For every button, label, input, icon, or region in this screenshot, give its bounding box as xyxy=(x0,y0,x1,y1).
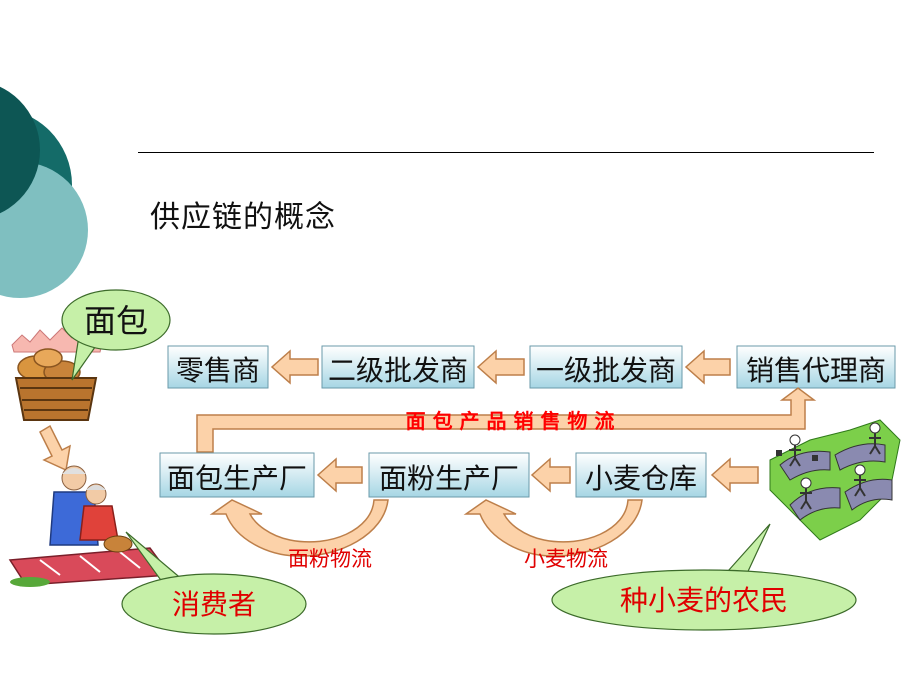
farmer-callout-label: 种小麦的农民 xyxy=(620,584,788,617)
bread-callout: 面包 xyxy=(61,289,171,381)
retailer-box: 零售商 xyxy=(167,345,269,389)
sales-logistics-label: 面 包 产 品 销 售 物 流 xyxy=(406,409,615,433)
arrow-to-primary-wholesaler xyxy=(684,349,731,385)
sales-logistics-arrow xyxy=(196,387,817,453)
sales-agent-label: 销售代理商 xyxy=(746,354,886,387)
wheat-warehouse-box: 小麦仓库 xyxy=(575,452,707,498)
secondary-wholesaler-label: 二级批发商 xyxy=(328,354,468,387)
primary-wholesaler-label: 一级批发商 xyxy=(536,354,676,387)
flour-flow-label: 面粉物流 xyxy=(288,547,372,571)
bakery-label: 面包生产厂 xyxy=(167,462,307,495)
title-divider xyxy=(138,152,874,153)
arrow-to-consumer-icon xyxy=(39,424,71,472)
farmer-callout: 种小麦的农民 xyxy=(551,523,857,631)
flour-mill-label: 面粉生产厂 xyxy=(379,462,519,495)
page-title: 供应链的概念 xyxy=(150,200,336,235)
arrow-to-bakery xyxy=(316,457,363,493)
secondary-wholesaler-box: 二级批发商 xyxy=(321,345,475,389)
decorative-circles xyxy=(0,86,88,298)
wheat-warehouse-label: 小麦仓库 xyxy=(585,462,697,495)
arrow-to-flour-mill xyxy=(530,457,571,493)
flour-flow-arrow xyxy=(209,499,389,557)
bread-callout-label: 面包 xyxy=(84,302,148,340)
consumer-callout: 消费者 xyxy=(121,531,307,635)
sales-agent-box: 销售代理商 xyxy=(736,345,896,389)
farmers-bridge-icon xyxy=(769,419,901,541)
arrow-to-wheat-warehouse xyxy=(710,457,759,493)
retailer-label: 零售商 xyxy=(176,354,260,387)
arrow-to-retailer xyxy=(270,349,319,385)
consumer-callout-label: 消费者 xyxy=(172,588,256,621)
elderly-couple-icon xyxy=(8,465,172,587)
primary-wholesaler-box: 一级批发商 xyxy=(529,345,683,389)
wheat-flow-arrow xyxy=(463,499,643,557)
arrow-to-secondary-wholesaler xyxy=(476,349,525,385)
wheat-flow-label: 小麦物流 xyxy=(524,547,608,571)
flour-mill-box: 面粉生产厂 xyxy=(368,452,530,498)
bakery-box: 面包生产厂 xyxy=(159,452,315,498)
